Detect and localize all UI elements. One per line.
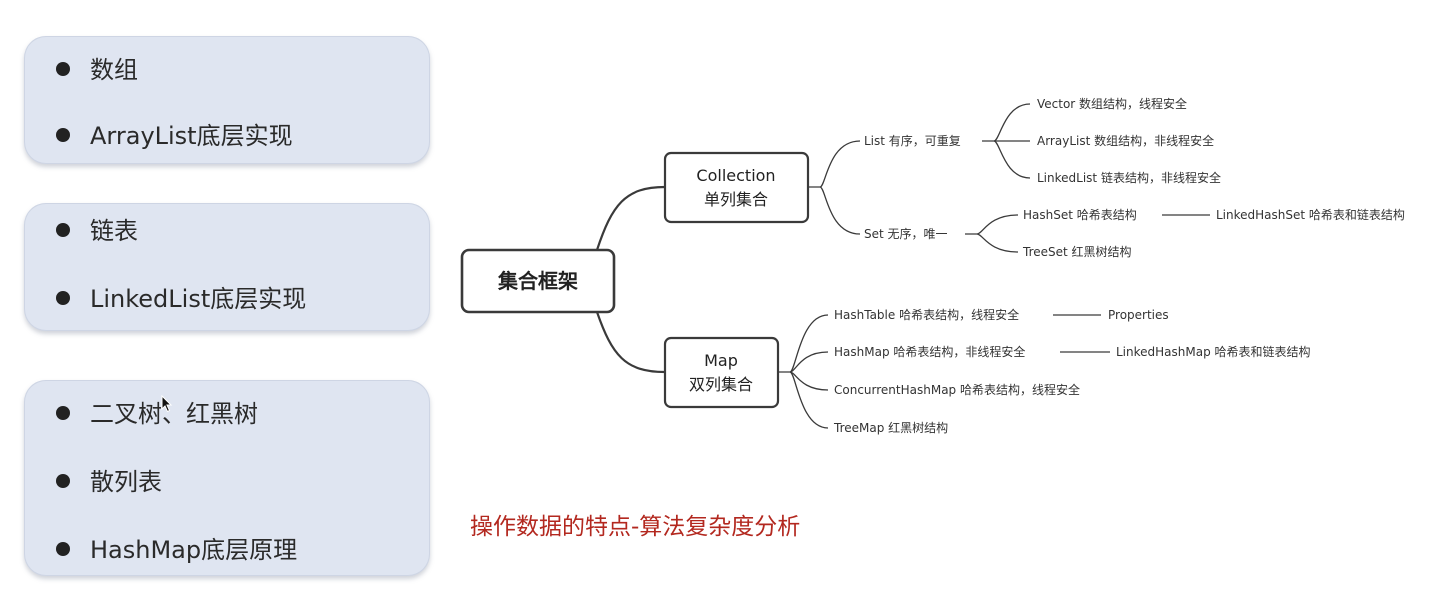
bullet-icon [56,62,70,76]
mind-map-connectors [595,185,666,374]
node-linkedhashmap: LinkedHashMap 哈希表和链表结构 [1116,344,1311,359]
list-item-label: HashMap底层原理 [90,536,298,564]
node-hashset: HashSet 哈希表结构 [1023,207,1137,222]
node-treeset: TreeSet 红黑树结构 [1022,244,1132,259]
bullet-icon [56,223,70,237]
node-set: Set 无序，唯一 [864,226,948,241]
list-item: 散列表 [56,468,162,496]
list-item: 二叉树、红黑树 [56,400,258,428]
bullet-icon [56,291,70,305]
list-item-label: LinkedList底层实现 [90,285,307,313]
card-arrays: 数组 ArrayList底层实现 [24,36,430,164]
card-trees: 二叉树、红黑树 散列表 HashMap底层原理 [24,380,430,576]
list-item-label: ArrayList底层实现 [90,122,293,150]
bullet-icon [56,128,70,142]
node-vector: Vector 数组结构，线程安全 [1037,96,1187,111]
bullet-icon [56,474,70,488]
list-item: 链表 [56,217,138,245]
map-node [663,336,780,409]
list-item: HashMap底层原理 [56,536,297,564]
list-item: LinkedList底层实现 [56,285,306,313]
card-linked-list: 链表 LinkedList底层实现 [24,203,430,331]
node-concurrenthashmap: ConcurrentHashMap 哈希表结构，线程安全 [834,382,1080,397]
bullet-icon [56,406,70,420]
list-item: 数组 [56,56,138,84]
mouse-cursor-icon [161,395,173,413]
analysis-note: 操作数据的特点-算法复杂度分析 [470,514,801,540]
collection-node [663,151,810,224]
node-hashtable: HashTable 哈希表结构，线程安全 [834,307,1019,322]
collection-title: Collection [696,166,775,185]
list-item: ArrayList底层实现 [56,122,293,150]
node-list: List 有序，可重复 [864,133,961,148]
list-item-label: 链表 [90,217,138,245]
node-linkedhashset: LinkedHashSet 哈希表和链表结构 [1216,207,1405,222]
map-subtitle: 双列集合 [689,375,753,394]
bullet-icon [56,542,70,556]
list-item-label: 数组 [90,56,138,84]
collection-subtitle: 单列集合 [704,190,768,209]
node-hashmap: HashMap 哈希表结构，非线程安全 [834,344,1025,359]
list-item-label: 散列表 [90,468,162,496]
list-item-label: 二叉树、红黑树 [90,400,258,428]
node-treemap: TreeMap 红黑树结构 [833,420,948,435]
root-node [460,248,616,314]
map-title: Map [704,351,738,370]
node-arraylist: ArrayList 数组结构，非线程安全 [1037,133,1214,148]
node-properties: Properties [1108,308,1169,322]
node-linkedlist: LinkedList 链表结构，非线程安全 [1037,170,1221,185]
root-label: 集合框架 [497,269,578,293]
